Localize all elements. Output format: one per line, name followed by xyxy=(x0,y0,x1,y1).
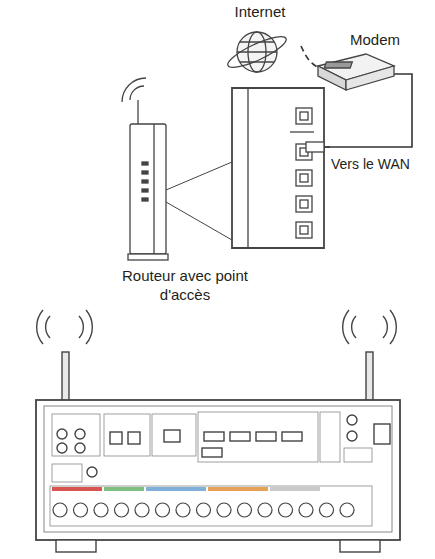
speaker-terminal xyxy=(299,503,313,517)
speaker-terminal xyxy=(74,503,88,517)
speaker-terminal xyxy=(258,503,272,517)
speaker-terminal xyxy=(279,503,293,517)
router-access-point: Routeur avec point d'accès xyxy=(100,72,330,308)
speaker-terminal xyxy=(135,503,149,517)
internet-globe: Internet xyxy=(215,2,305,80)
speaker-terminal xyxy=(156,503,170,517)
device-label: Internet xyxy=(215,2,305,21)
speaker-terminal xyxy=(217,503,231,517)
speaker-terminal xyxy=(340,503,354,517)
speaker-terminal xyxy=(238,503,252,517)
speaker-terminal xyxy=(197,503,211,517)
port-label: Vers le WAN xyxy=(331,156,410,173)
speaker-terminal xyxy=(176,503,190,517)
speaker-terminal xyxy=(115,503,129,517)
device-label: Modem xyxy=(308,30,404,49)
speaker-terminal xyxy=(94,503,108,517)
speaker-terminal xyxy=(320,503,334,517)
device-label: Routeur avec point d'accès xyxy=(100,266,270,304)
speaker-terminal xyxy=(53,503,67,517)
